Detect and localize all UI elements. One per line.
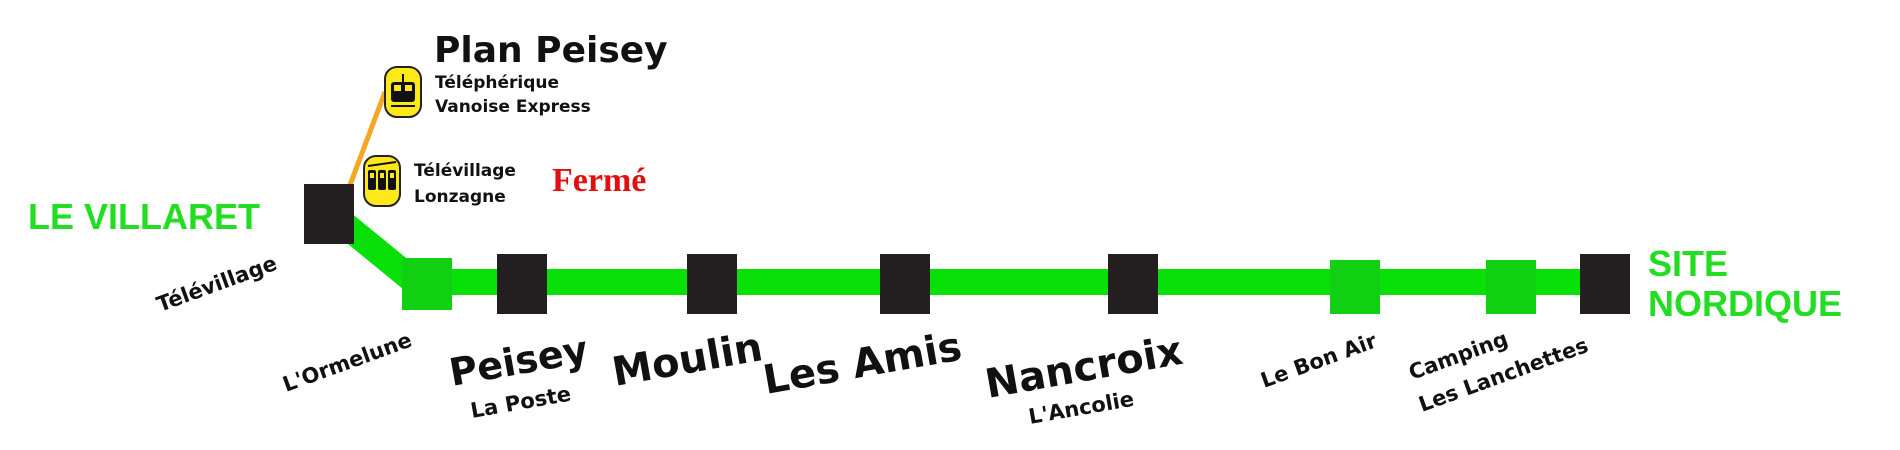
station-label-moulin: Moulin xyxy=(609,324,766,396)
gondola-label-line1: Télévillage xyxy=(414,161,516,181)
station-le-bon-air[interactable] xyxy=(1330,260,1380,314)
station-label-le-bon-air: Le Bon Air xyxy=(1258,328,1381,392)
station-label-peisey: Peisey xyxy=(446,327,592,395)
gondola-status-closed: Fermé xyxy=(552,162,646,199)
station-label-ormelune: L'Ormelune xyxy=(280,328,416,397)
branch-line xyxy=(347,91,388,186)
station-camping[interactable] xyxy=(1486,260,1536,314)
cable-car-label-line2: Vanoise Express xyxy=(435,97,591,117)
gondola-icon xyxy=(363,155,401,207)
terminus-east-label-line2: NORDIQUE xyxy=(1648,283,1842,324)
station-ormelune[interactable] xyxy=(402,258,452,310)
terminus-west-label: LE VILLARET xyxy=(28,196,260,237)
station-televillage[interactable] xyxy=(304,184,354,244)
gondola-label-line2: Lonzagne xyxy=(414,187,506,207)
station-label-televillage: Télévillage xyxy=(154,251,281,317)
summit-name: Plan Peisey xyxy=(434,30,668,71)
station-peisey[interactable] xyxy=(497,254,547,314)
station-nancroix[interactable] xyxy=(1108,254,1158,314)
station-moulin[interactable] xyxy=(687,254,737,314)
station-site-nordique[interactable] xyxy=(1580,254,1630,314)
terminus-east-label-line1: SITE xyxy=(1648,243,1728,284)
cable-car-label-line1: Téléphérique xyxy=(435,73,559,93)
station-les-amis[interactable] xyxy=(880,254,930,314)
cable-car-icon xyxy=(384,66,422,118)
station-label-les-amis: Les Amis xyxy=(760,324,965,404)
